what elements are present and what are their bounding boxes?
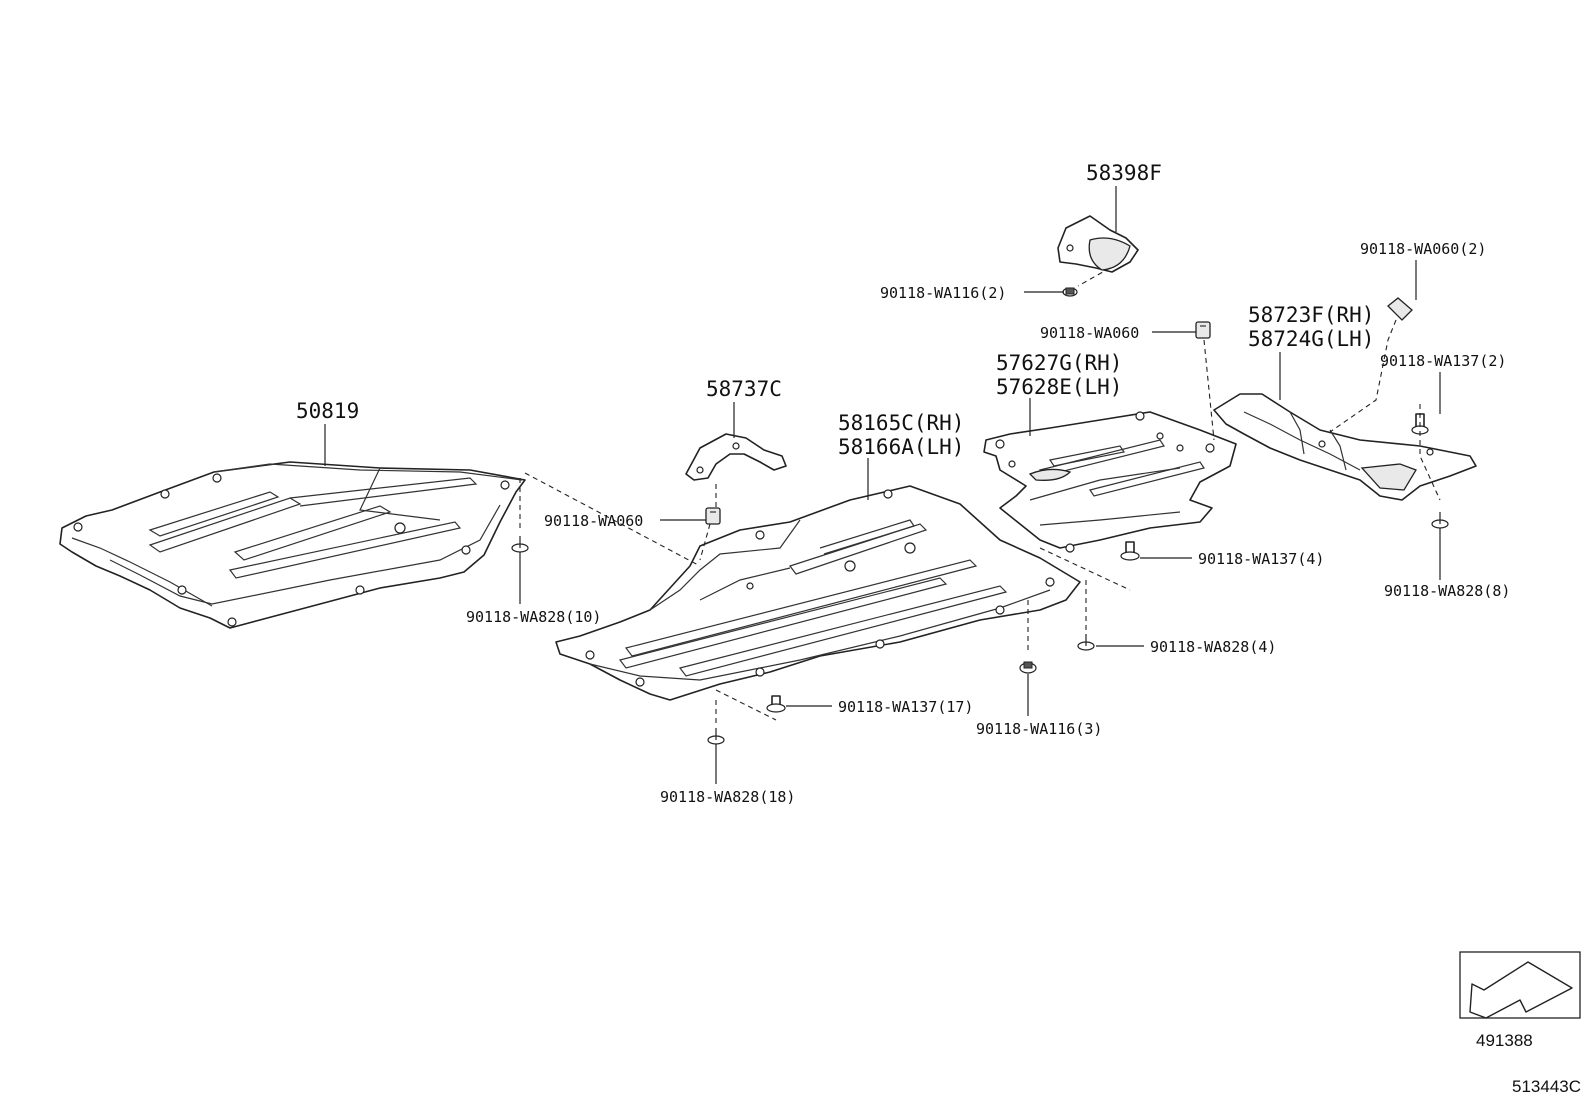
label-58723f: 58723F(RH) [1248,303,1374,327]
part-58723f-shield[interactable] [1213,393,1477,501]
label-wa828-8: 90118-WA828(8) [1384,582,1510,600]
leader-lines [324,186,1441,784]
label-58398f: 58398F [1086,161,1162,185]
part-58398f-shield[interactable] [1057,215,1139,273]
label-wa060-mid: 90118-WA060 [1040,324,1139,342]
fastener-wa828-bottom[interactable] [707,728,725,745]
inset-reference-number: 491388 [1476,1031,1533,1050]
label-wa137-4: 90118-WA137(4) [1198,550,1324,568]
fastener-wa137-bottom[interactable] [766,695,786,713]
label-58165c: 58165C(RH) [838,411,964,435]
label-wa828-10: 90118-WA828(10) [466,608,601,626]
label-57627g: 57627G(RH) [996,351,1122,375]
label-wa137-17: 90118-WA137(17) [838,698,973,716]
label-58724g: 58724G(LH) [1248,327,1374,351]
fastener-wa060-left[interactable] [705,507,721,525]
assembly-lines [519,267,1441,726]
label-wa060-left: 90118-WA060 [544,512,643,530]
fastener-wa828-center[interactable] [1077,634,1095,651]
part-50819-cover[interactable] [59,461,526,629]
fastener-wa060-mid[interactable] [1195,321,1211,339]
diagram-reference-number: 513443C [1512,1077,1581,1096]
label-wa828-18: 90118-WA828(18) [660,788,795,806]
part-58165c-cover[interactable] [555,485,1081,701]
part-58737c-bracket[interactable] [685,433,787,481]
label-50819: 50819 [296,399,359,423]
label-wa060-2: 90118-WA060(2) [1360,240,1486,258]
fastener-wa116-top[interactable] [1062,287,1078,297]
label-58737c: 58737C [706,377,782,401]
orientation-inset [1459,951,1581,1019]
fastener-wa116-bottom[interactable] [1019,661,1037,674]
direction-arrow-icon [1469,961,1573,1019]
label-wa116-3: 90118-WA116(3) [976,720,1102,738]
label-wa828-4: 90118-WA828(4) [1150,638,1276,656]
label-wa116-2: 90118-WA116(2) [880,284,1006,302]
fastener-wa060-right[interactable] [1387,297,1413,321]
label-wa137-2: 90118-WA137(2) [1380,352,1506,370]
fastener-wa828-right[interactable] [1431,512,1449,529]
fastener-wa828-left[interactable] [511,536,529,553]
fastener-wa137-center[interactable] [1120,541,1140,561]
part-57627g-cover[interactable] [983,411,1237,553]
label-58166a: 58166A(LH) [838,435,964,459]
label-57628e: 57628E(LH) [996,375,1122,399]
